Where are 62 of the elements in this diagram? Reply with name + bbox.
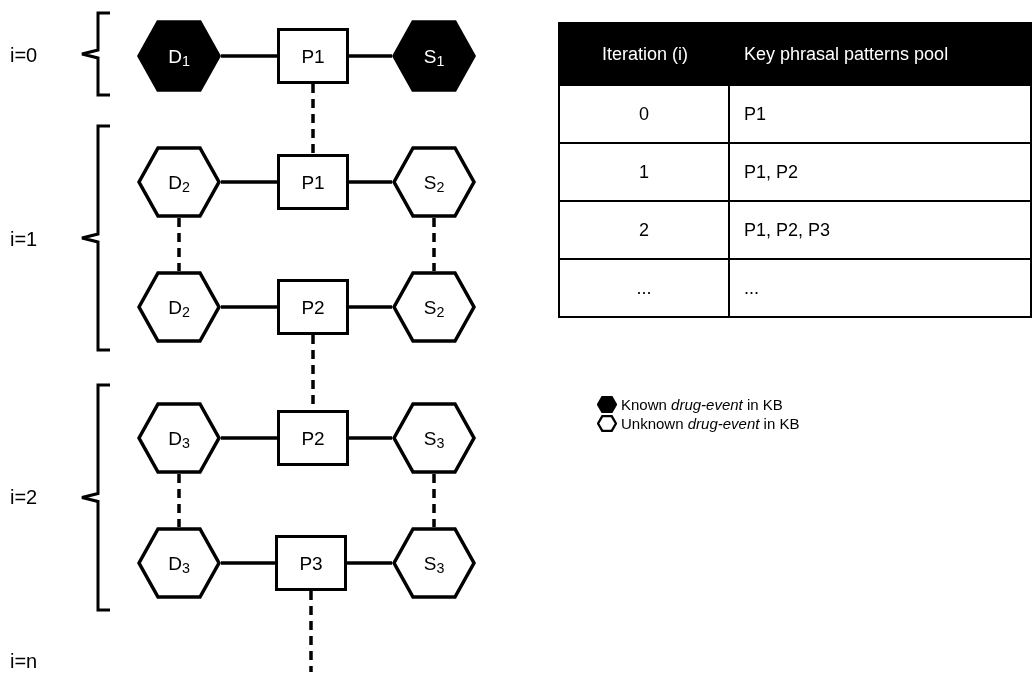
- node-label: S$_{1}$: [423, 46, 445, 66]
- hexagon-node: [137, 146, 221, 218]
- legend-text: Unknown drug-event in KB: [621, 416, 800, 431]
- node-label: D$_{2}$: [168, 172, 190, 192]
- dashed-connector: [177, 474, 181, 527]
- hexagon-node: [392, 271, 476, 343]
- node-label: P1: [301, 46, 325, 66]
- dashed-connector: [432, 474, 436, 527]
- connector-line: [347, 561, 392, 565]
- hexagon-node: [392, 402, 476, 474]
- connector-line: [349, 436, 392, 440]
- iteration-label: i=1: [10, 229, 38, 249]
- table-cell-text: P1, P2, P3: [743, 218, 832, 242]
- table-cell-text: P1: [743, 102, 768, 126]
- node-label: D$_{3}$: [168, 428, 190, 448]
- hexagon-node: [392, 527, 476, 599]
- node-label: D$_{2}$: [168, 297, 190, 317]
- node-label: P1: [301, 172, 325, 192]
- pattern-box: [277, 28, 349, 84]
- dashed-connector: [177, 218, 181, 271]
- connector-line: [349, 180, 392, 184]
- hexagon-node: [392, 20, 476, 92]
- node-label: D$_{1}$: [168, 46, 190, 66]
- dashed-connector: [311, 84, 315, 154]
- node-label: S$_{2}$: [423, 172, 445, 192]
- hexagon-node: [392, 146, 476, 218]
- column-header: Key phrasal patterns pool: [743, 42, 950, 66]
- hexagon-node: [137, 20, 221, 92]
- node-label: S$_{3}$: [423, 428, 445, 448]
- iteration-label: i=n: [10, 651, 38, 671]
- dashed-connector: [309, 591, 313, 672]
- dashed-connector: [432, 218, 436, 271]
- connector-line: [349, 305, 392, 309]
- hexagon-node: [137, 402, 221, 474]
- legend-text: Known drug-event in KB: [621, 397, 783, 412]
- pattern-box: [275, 535, 347, 591]
- node-label: P2: [301, 297, 325, 317]
- connector-line: [221, 180, 277, 184]
- hexagon-node: [137, 527, 221, 599]
- table-cell: 0: [560, 86, 730, 142]
- table-cell-text: P1, P2: [743, 160, 800, 184]
- connector-line: [221, 561, 275, 565]
- connector-line: [221, 54, 277, 58]
- pattern-box: [277, 154, 349, 210]
- table-cell: 1: [560, 144, 730, 200]
- pattern-box: [277, 410, 349, 466]
- pattern-box: [277, 279, 349, 335]
- table-cell-text: ...: [743, 276, 760, 300]
- table-cell: ...: [560, 260, 730, 316]
- node-label: D$_{3}$: [168, 553, 190, 573]
- table-cell: 2: [560, 202, 730, 258]
- node-label: S$_{2}$: [423, 297, 445, 317]
- node-label: S$_{3}$: [423, 553, 445, 573]
- connector-line: [221, 436, 277, 440]
- connector-line: [349, 54, 392, 58]
- node-label: P2: [301, 428, 325, 448]
- node-label: P3: [299, 553, 323, 573]
- hexagon-node: [137, 271, 221, 343]
- connector-line: [221, 305, 277, 309]
- iteration-label: i=0: [10, 45, 38, 65]
- iteration-label: i=2: [10, 487, 38, 507]
- column-header: Iteration (i): [601, 42, 689, 66]
